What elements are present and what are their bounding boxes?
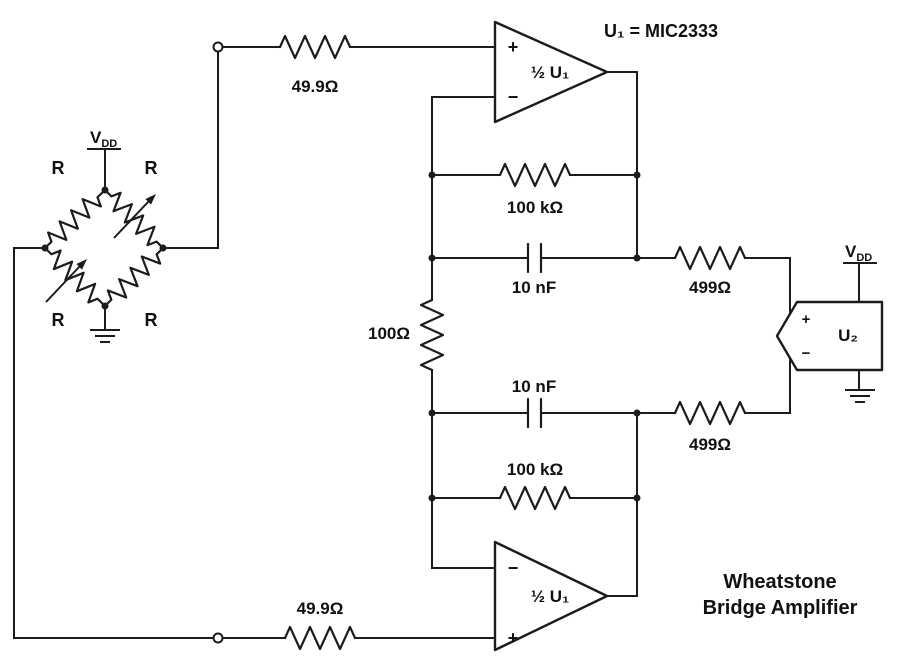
vdd-sub: DD [101,138,117,150]
u2-minus-sign: − [802,345,811,362]
bridge-r-top-left-label: R [52,158,65,178]
resistor-input-top [278,34,352,60]
wire-to-u2-plus [787,257,791,319]
opamp-triangle [493,20,609,124]
junction-dot [101,186,109,194]
resistor-input-bottom [283,625,357,651]
u2-plus-sign: + [802,311,811,328]
junction-dot [633,409,641,417]
resistor-zigzag [103,246,165,308]
caption-line1: Wheatstone [723,571,836,593]
capacitor-top [526,242,543,274]
resistor-output-top [673,245,747,271]
resistor-zigzag [43,246,106,307]
bridge-resistor-top-left [43,189,106,250]
label-r-output-bottom: 499Ω [689,435,731,454]
label-r-input-bottom: 49.9Ω [297,599,344,618]
bridge-resistor-top-right [103,188,165,250]
junction-dot [41,244,49,252]
opamp-top: + − ½ U₁ [493,20,609,124]
junction-dot [101,302,109,310]
variable-arrow-head-icon [145,194,156,205]
wire-bridge-to-top-terminal [162,46,219,249]
variable-arrow-line-top-right [113,200,150,239]
vdd-sub: DD [856,252,872,264]
wire-top-inverting-column [431,96,496,301]
resistor-zigzag [43,189,106,250]
wire-to-u2-minus [786,351,791,414]
wire-bottom-output-column [606,412,638,597]
u2-body [775,300,884,372]
label-r-feedback-top: 100 kΩ [507,198,563,217]
opamp-bottom-plus-sign: + [508,628,519,648]
bridge-vdd-label: VDD [90,128,117,150]
vdd-base: V [845,242,857,261]
wires [13,46,860,639]
wire-top-output-column [606,71,638,259]
junction-dots [41,171,641,502]
opamp-top-plus-sign: + [508,37,519,57]
wire-bottom-inverting-column [431,369,496,569]
bridge-r-bottom-left-label: R [52,310,65,330]
junction-dot [428,494,436,502]
junction-dot [159,244,167,252]
bridge-resistor-bottom-right [103,246,165,308]
label-r-output-top: 499Ω [689,278,731,297]
junction-dot [428,254,436,262]
label-c-filter-top: 10 nF [512,278,556,297]
ground-icon [90,329,120,343]
variable-arrow-head-icon [76,259,87,270]
amplifier-u2: + − U₂ VDD [775,242,884,403]
label-r-input-top: 49.9Ω [292,77,339,96]
vdd-base: V [90,128,102,147]
junction-dot [428,409,436,417]
opamp-bottom: − + ½ U₁ [493,540,609,652]
capacitor-bottom [526,397,543,429]
resistor-gain [419,298,445,372]
junction-dot [633,254,641,262]
opamp-top-minus-sign: − [508,87,519,107]
terminal-top-icon [212,41,224,53]
opamp-bottom-minus-sign: − [508,558,519,578]
bridge-resistor-bottom-left [43,246,106,307]
ground-icon [845,389,875,403]
resistor-feedback-top [498,162,572,188]
junction-dot [633,171,641,179]
u2-label: U₂ [838,326,858,345]
part-note: U₁ = MIC2333 [604,21,718,41]
label-c-filter-bottom: 10 nF [512,377,556,396]
label-r-gain: 100Ω [368,324,410,343]
resistor-output-bottom [673,400,747,426]
opamp-bottom-label: ½ U₁ [531,587,569,606]
u2-vdd-label: VDD [845,242,872,264]
variable-arrow-line-bottom-left [45,265,81,303]
bridge-r-bottom-right-label: R [145,310,158,330]
label-r-feedback-bottom: 100 kΩ [507,460,563,479]
bridge-r-top-right-label: R [145,158,158,178]
caption-line2: Bridge Amplifier [703,597,858,619]
wire-bridge-to-bottom-rail [13,247,219,639]
resistor-feedback-bottom [498,485,572,511]
opamp-top-label: ½ U₁ [531,63,569,82]
opamp-triangle [493,540,609,652]
junction-dot [633,494,641,502]
resistor-zigzag [103,188,165,250]
junction-dot [428,171,436,179]
terminal-bottom-icon [212,632,224,644]
wheatstone-bridge: R R R R VDD [43,128,165,343]
